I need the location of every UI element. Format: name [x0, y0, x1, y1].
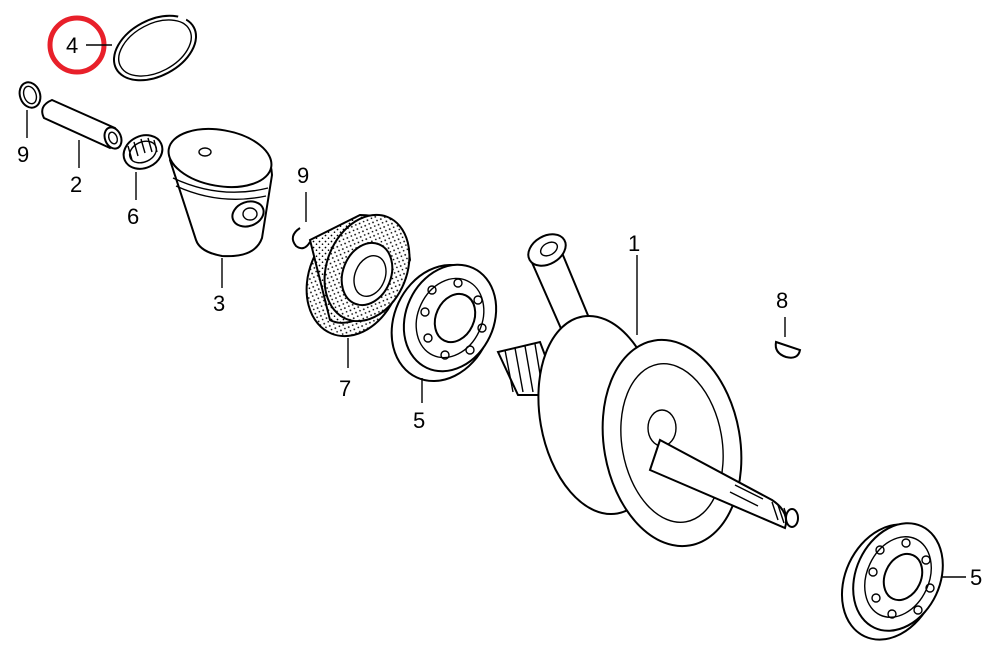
woodruff-key[interactable] [774, 340, 802, 359]
piston[interactable] [164, 121, 276, 258]
oil-seal[interactable] [290, 202, 425, 350]
crankshaft[interactable] [496, 228, 799, 557]
callout-5b: 5 [970, 565, 982, 590]
circlip-left[interactable] [16, 79, 44, 110]
callout-2: 2 [70, 172, 82, 197]
callout-8: 8 [776, 288, 788, 313]
callout-1: 1 [628, 231, 640, 256]
ball-bearing-upper[interactable] [373, 248, 513, 397]
callout-6: 6 [127, 204, 139, 229]
callout-4: 4 [66, 33, 78, 58]
callout-9b: 9 [297, 163, 309, 188]
piston-pin[interactable] [41, 98, 124, 151]
callout-3: 3 [213, 291, 225, 316]
circlip-right[interactable] [291, 227, 311, 250]
callout-7: 7 [339, 376, 351, 401]
piston-ring[interactable] [103, 3, 207, 94]
callout-5a: 5 [413, 408, 425, 433]
needle-bearing[interactable] [118, 129, 168, 175]
ball-bearing-lower[interactable] [824, 508, 960, 647]
callout-9a: 9 [17, 142, 29, 167]
